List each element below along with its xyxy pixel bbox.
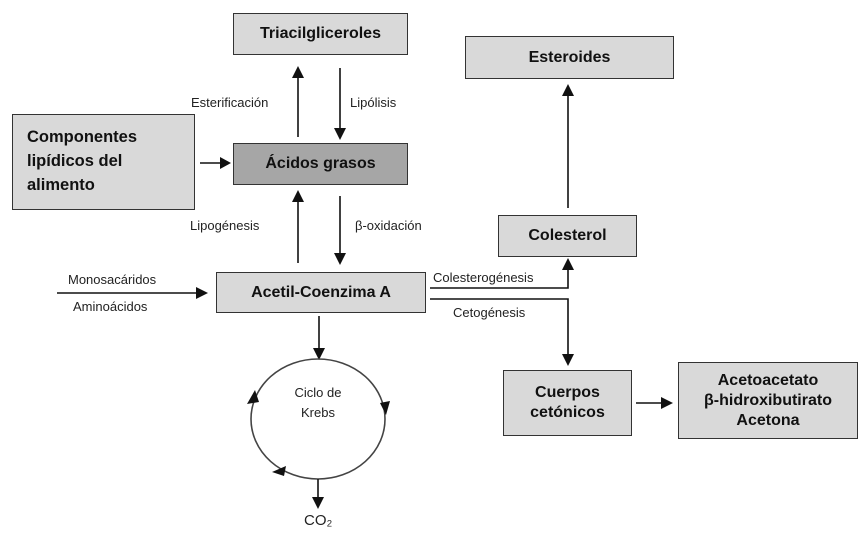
arrowhead: [661, 397, 673, 409]
label-colesterogenesis: Colesterogénesis: [433, 270, 534, 285]
krebs-line: Krebs: [301, 405, 335, 420]
arrowhead: [334, 128, 346, 140]
node-acidos-grasos: Ácidos grasos: [233, 143, 408, 185]
node-label: Acetoacetato: [717, 371, 819, 389]
node-triacilgliceroles: Triacilgliceroles: [233, 13, 408, 55]
cycle-arrowhead: [380, 401, 390, 415]
node-esteroides: Esteroides: [465, 36, 674, 79]
node-label: β-hidroxibutirato: [704, 391, 832, 409]
node-label: Ácidos grasos: [265, 155, 376, 172]
node-label: Acetil-Coenzima A: [251, 283, 391, 301]
node-acetil-coenzima-a: Acetil-Coenzima A: [216, 272, 426, 313]
node-label: lipídicos del: [27, 152, 123, 171]
node-label: alimento: [27, 175, 95, 194]
cycle-arrowhead: [272, 466, 286, 476]
label-monosacaridos: Monosacáridos: [68, 272, 157, 287]
arrow-colesterogenesis: [430, 268, 569, 289]
node-label: Colesterol: [528, 227, 607, 244]
node-label: Acetona: [736, 411, 800, 429]
label-lipogenesis: Lipogénesis: [190, 218, 260, 233]
node-componentes-lipidicos: Componentes lipídicos del alimento: [12, 114, 195, 210]
krebs-line: Ciclo de: [294, 385, 342, 400]
node-label: cetónicos: [530, 404, 605, 421]
arrowhead: [562, 354, 574, 366]
arrowhead: [196, 287, 208, 299]
arrowhead: [313, 348, 325, 360]
node-label: Cuerpos: [535, 384, 600, 401]
node-productos-cetonicos: Acetoacetato β-hidroxibutirato Acetona: [678, 362, 858, 439]
arrowhead: [334, 253, 346, 265]
node-label: Componentes: [27, 128, 138, 147]
node-label: Esteroides: [528, 48, 611, 66]
node-colesterol: Colesterol: [498, 215, 637, 257]
cycle-arrowhead: [247, 390, 259, 404]
node-cuerpos-cetonicos: Cuerpos cetónicos: [503, 370, 632, 436]
label-lipolisis: Lipólisis: [350, 95, 397, 110]
arrowhead: [562, 258, 574, 270]
label-ciclo-krebs: Ciclo de Krebs: [288, 383, 348, 423]
arrow-cetogenesis: [430, 298, 569, 356]
arrowhead: [292, 66, 304, 78]
label-esterificacion: Esterificación: [191, 95, 269, 110]
arrowhead: [292, 190, 304, 202]
arrowhead: [562, 84, 574, 96]
node-label: Triacilgliceroles: [260, 25, 381, 42]
arrowhead: [220, 157, 231, 169]
label-beta-oxidacion: β-oxidación: [355, 218, 422, 233]
arrowhead: [312, 497, 324, 509]
label-cetogenesis: Cetogénesis: [453, 305, 526, 320]
label-co2: CO₂: [304, 512, 333, 529]
label-aminoacidos: Aminoácidos: [73, 299, 148, 314]
